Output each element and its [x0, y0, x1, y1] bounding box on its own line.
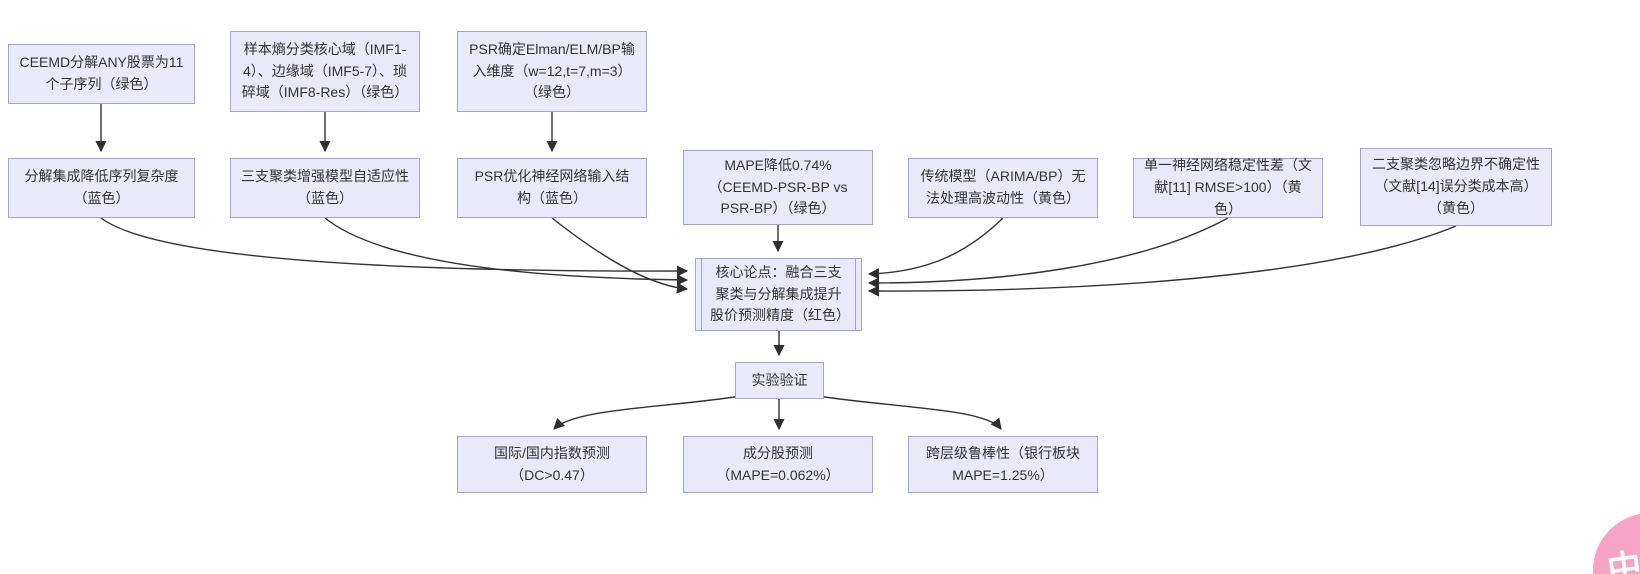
- node-traditional-model-limitation: 传统模型（ARIMA/BP）无法处理高波动性（黄色）: [908, 158, 1098, 218]
- node-index-prediction: 国际/国内指数预测（DC>0.47）: [457, 436, 647, 493]
- node-ceemd-decomposition: CEEMD分解ANY股票为11个子序列（绿色）: [8, 44, 195, 104]
- node-constituent-stock-prediction: 成分股预测（MAPE=0.062%）: [683, 436, 873, 493]
- node-psr-optimizes-input-structure: PSR优化神经网络输入结构（蓝色）: [457, 158, 647, 218]
- edge-n6-core: [551, 217, 689, 294]
- node-mape-reduction: MAPE降低0.74%（CEEMD-PSR-BP vs PSR-BP）（绿色）: [683, 150, 873, 225]
- node-experimental-validation: 实验验证: [735, 362, 824, 399]
- node-cross-level-robustness: 跨层级鲁棒性（银行板块 MAPE=1.25%）: [908, 436, 1098, 493]
- node-two-way-clustering-limitation: 二支聚类忽略边界不确定性（文献[14]误分类成本高）（黄色）: [1360, 148, 1552, 226]
- node-core-thesis: 核心论点：融合三支聚类与分解集成提升股价预测精度（红色）: [695, 258, 862, 331]
- node-sample-entropy-classification: 样本熵分类核心域（IMF1-4）、边缘域（IMF5-7）、琐碎域（IMF8-Re…: [230, 31, 420, 112]
- edge-n9-core: [867, 217, 1229, 289]
- node-single-nn-instability: 单一神经网络稳定性差（文献[11] RMSE>100）（黄色）: [1133, 157, 1323, 218]
- edge-exp-r3: [817, 395, 1002, 430]
- edge-n8-core: [867, 217, 1004, 280]
- node-three-way-clustering-adaptivity: 三支聚类增强模型自适应性（蓝色）: [230, 158, 420, 218]
- edge-exp-r1: [553, 395, 742, 430]
- edge-n5-core: [324, 217, 689, 286]
- node-psr-input-dimension: PSR确定Elman/ELM/BP输入维度（w=12,t=7,m=3）（绿色）: [457, 31, 647, 112]
- node-decomposition-reduces-complexity: 分解集成降低序列复杂度（蓝色）: [8, 158, 195, 218]
- translate-badge-icon: 中A: [1605, 544, 1640, 574]
- edge-n10-core: [867, 225, 1457, 297]
- edge-n4-core: [100, 217, 689, 277]
